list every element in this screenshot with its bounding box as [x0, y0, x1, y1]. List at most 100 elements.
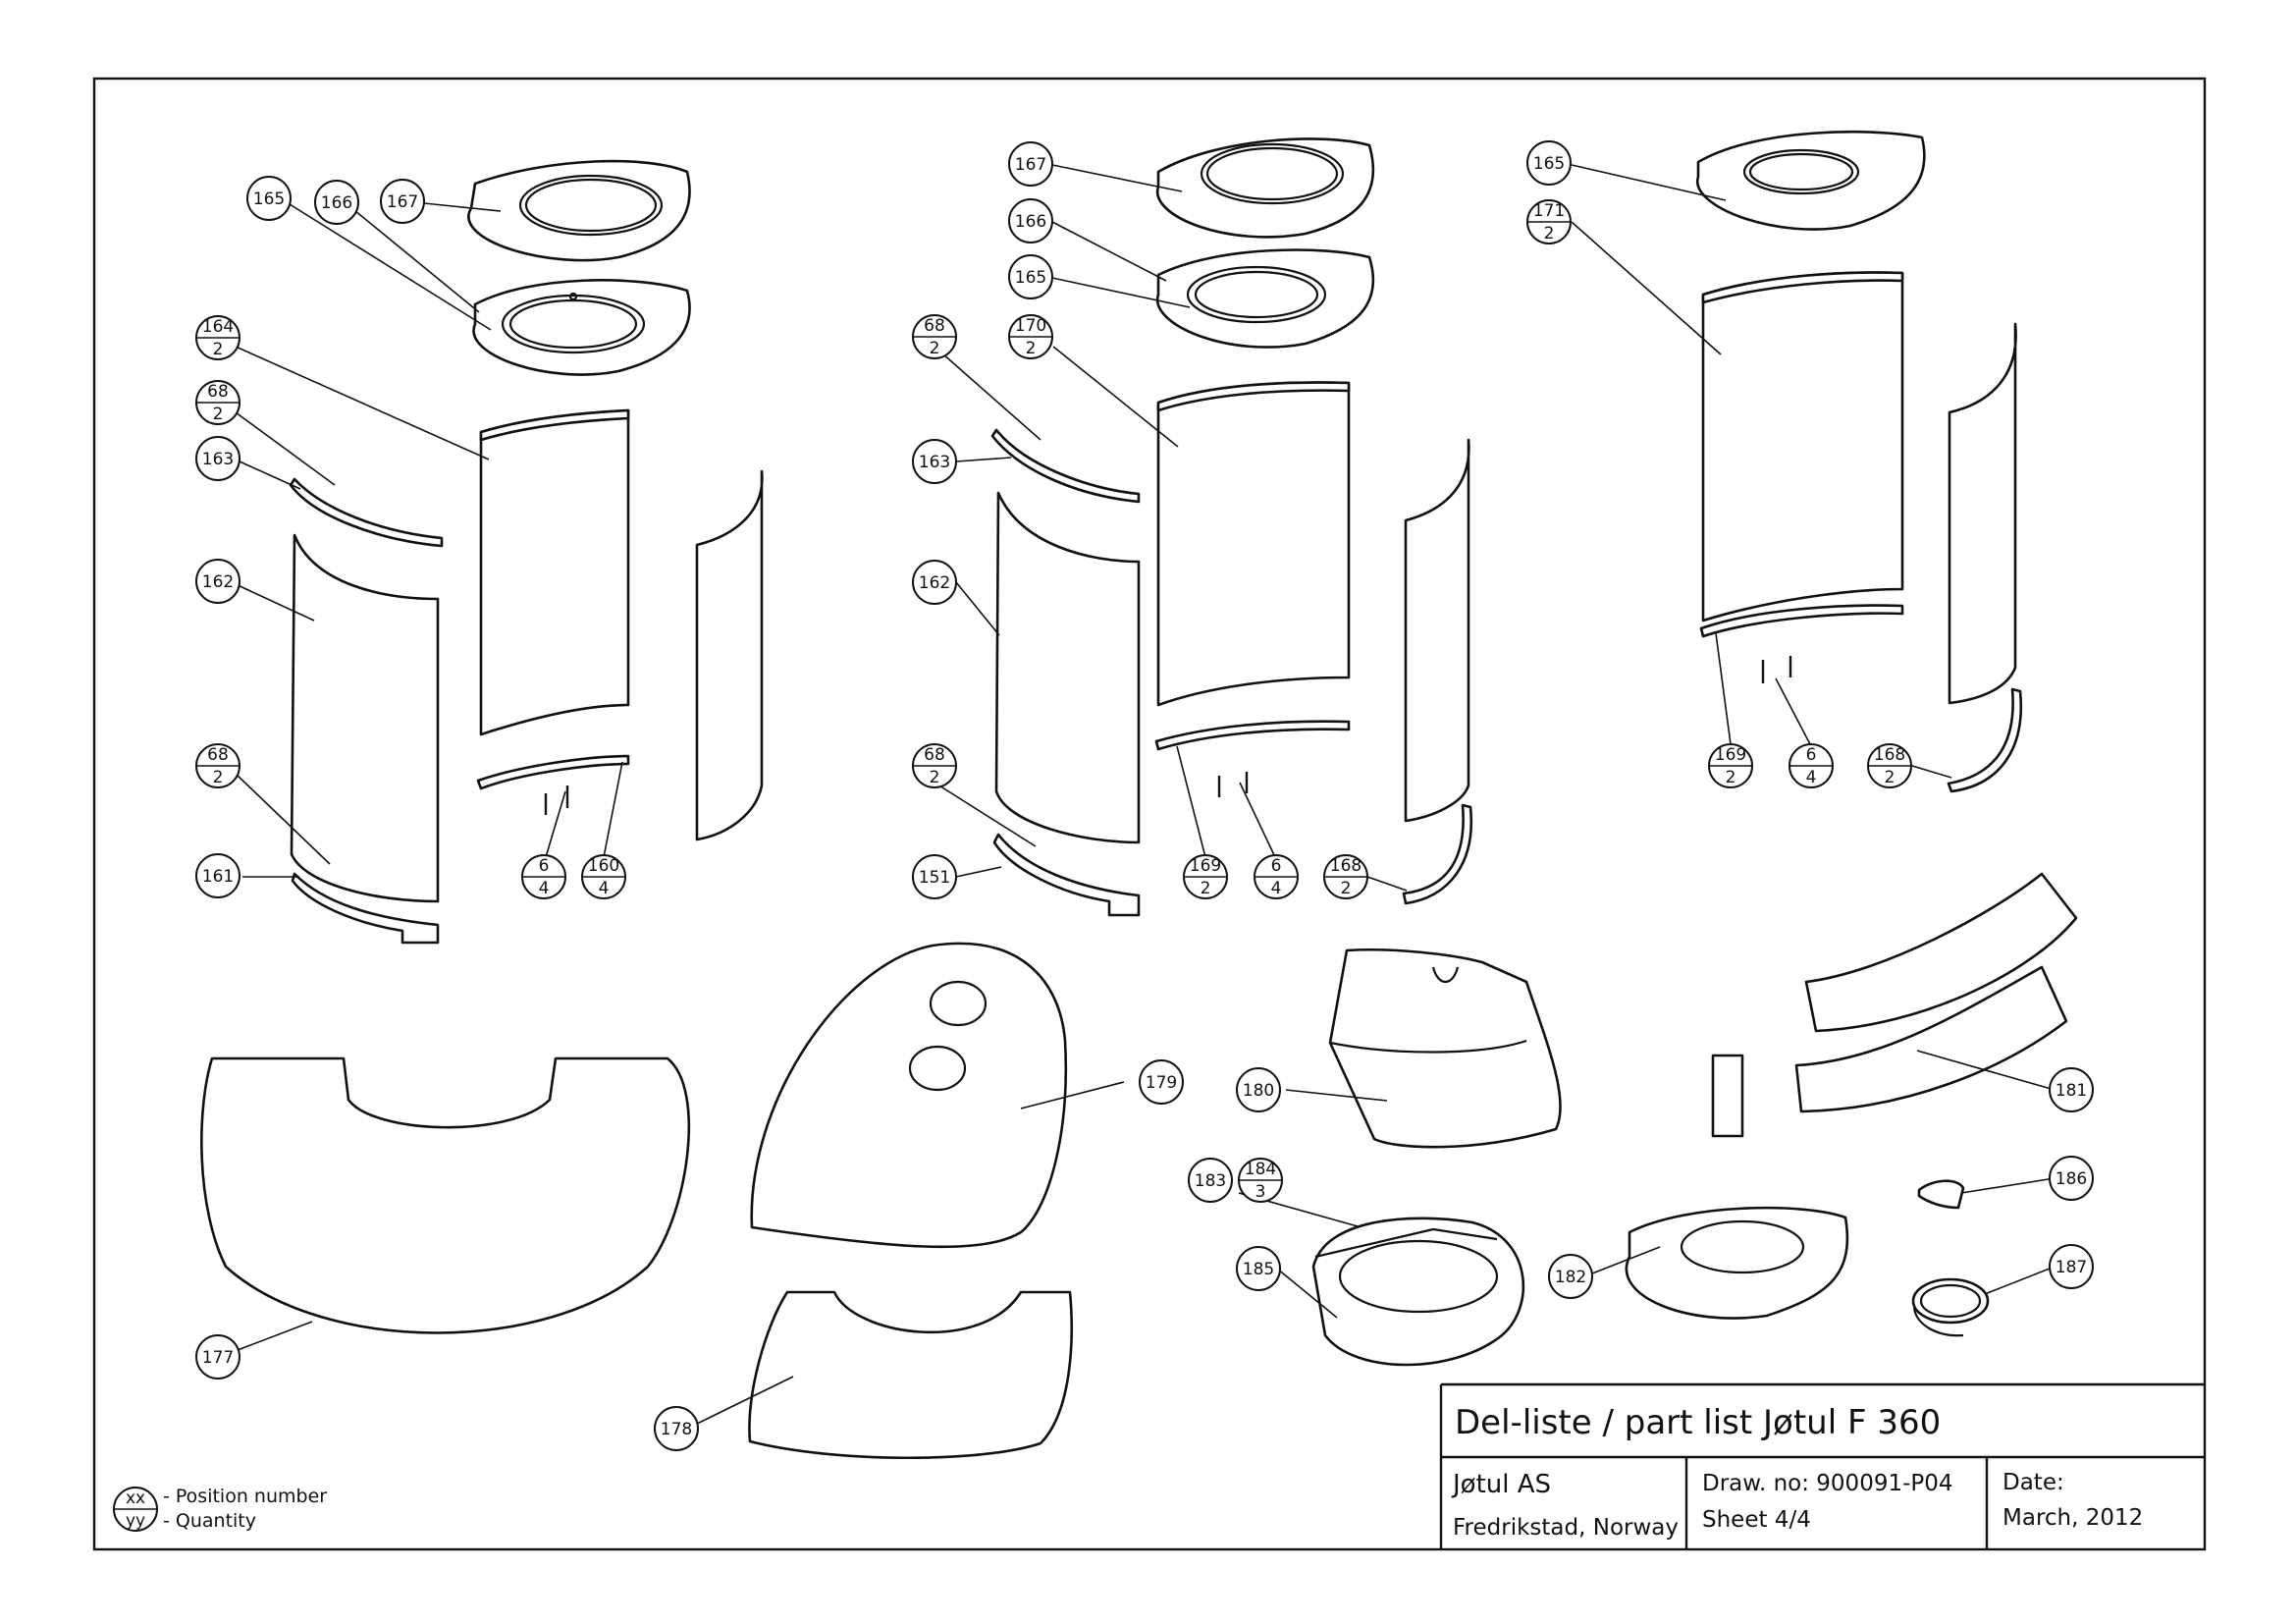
- part-177-floor-plate: [200, 1056, 691, 1334]
- part-170-top-rail: [1156, 381, 1351, 412]
- callout-181: 181: [2049, 1067, 2094, 1112]
- part-side-panel-left-group: [695, 469, 764, 841]
- svg-text:167: 167: [387, 192, 418, 212]
- part-168-middle: [1402, 803, 1473, 905]
- svg-text:169: 169: [1190, 856, 1221, 876]
- callout-163-left: 163: [195, 436, 240, 481]
- callout-162-middle: 162: [912, 560, 957, 605]
- svg-text:171: 171: [1533, 201, 1565, 221]
- part-186-clip: [1917, 1179, 1965, 1210]
- svg-text:177: 177: [202, 1348, 234, 1368]
- callout-167-middle: 167: [1008, 141, 1053, 187]
- svg-text:6: 6: [1271, 856, 1282, 876]
- callout-68-2-b: 682: [195, 743, 240, 788]
- svg-text:185: 185: [1243, 1260, 1274, 1279]
- callout-185: 185: [1236, 1246, 1281, 1291]
- part-182-ring: [1625, 1206, 1849, 1320]
- part-168-right: [1947, 687, 2023, 793]
- svg-text:164: 164: [202, 317, 234, 337]
- svg-text:168: 168: [1330, 856, 1362, 876]
- svg-text:182: 182: [1555, 1268, 1586, 1287]
- legend-top-symbol: xx: [126, 1489, 145, 1508]
- svg-text:2: 2: [213, 340, 224, 359]
- svg-text:2: 2: [213, 405, 224, 424]
- left-assembly: [289, 159, 764, 945]
- svg-text:166: 166: [1015, 212, 1046, 232]
- callout-177: 177: [195, 1334, 240, 1380]
- svg-text:162: 162: [202, 572, 234, 592]
- legend-quantity-label: - Quantity: [163, 1510, 256, 1532]
- part-163-left: [289, 477, 444, 548]
- title-block-location: Fredrikstad, Norway: [1453, 1515, 1679, 1541]
- svg-text:2: 2: [930, 768, 940, 787]
- svg-text:165: 165: [1533, 154, 1565, 174]
- title-block-company: Jøtul AS: [1451, 1470, 1551, 1499]
- part-171-top-rail: [1701, 271, 1904, 304]
- svg-text:160: 160: [588, 856, 619, 876]
- svg-text:163: 163: [202, 450, 234, 469]
- callout-163-middle: 163: [912, 439, 957, 484]
- svg-text:163: 163: [919, 453, 950, 472]
- part-167-left: [467, 159, 691, 262]
- part-165-166-middle: [1155, 248, 1375, 349]
- svg-text:181: 181: [2056, 1081, 2087, 1101]
- callout-6-4-b: 64: [1254, 854, 1299, 899]
- part-side-panel-middle: [1404, 438, 1470, 823]
- part-164-left: [479, 408, 630, 736]
- svg-text:4: 4: [539, 879, 550, 898]
- callout-182: 182: [1548, 1254, 1593, 1299]
- leader-lines: [235, 164, 2056, 1427]
- callout-167-left: 167: [380, 179, 425, 224]
- callout-178: 178: [654, 1406, 699, 1451]
- callout-186: 186: [2049, 1156, 2094, 1201]
- callout-6-4-a: 64: [521, 854, 566, 899]
- right-assembly: [1696, 130, 2023, 793]
- svg-text:6: 6: [1806, 745, 1817, 765]
- part-167-middle: [1155, 137, 1375, 239]
- callout-162-left: 162: [195, 559, 240, 604]
- svg-text:6: 6: [539, 856, 550, 876]
- part-164-top-rail: [479, 408, 630, 442]
- part-178-plate: [748, 1290, 1073, 1460]
- title-block-date-label: Date:: [2002, 1470, 2064, 1495]
- svg-text:3: 3: [1255, 1182, 1266, 1202]
- svg-text:162: 162: [919, 573, 950, 593]
- svg-text:151: 151: [919, 868, 950, 888]
- callout-179: 179: [1139, 1059, 1184, 1105]
- part-169-middle: [1154, 720, 1351, 751]
- legend-bottom-symbol: yy: [126, 1511, 145, 1531]
- callout-165-right: 165: [1526, 140, 1572, 186]
- callout-68-2-a: 682: [195, 380, 240, 425]
- part-171: [1701, 271, 1904, 623]
- svg-text:2: 2: [930, 339, 940, 358]
- svg-text:4: 4: [599, 879, 610, 898]
- callout-165-middle: 165: [1008, 254, 1053, 299]
- svg-text:2: 2: [1026, 339, 1037, 358]
- callout-68-2-d: 682: [912, 743, 957, 788]
- callout-161: 161: [195, 853, 240, 898]
- callout-6-4-c: 64: [1789, 743, 1834, 788]
- callout-187: 187: [2049, 1244, 2094, 1289]
- callout-166-middle: 166: [1008, 198, 1053, 244]
- drawing-frame: [92, 77, 2207, 1551]
- svg-text:186: 186: [2056, 1169, 2087, 1189]
- svg-text:68: 68: [924, 745, 945, 765]
- svg-text:165: 165: [253, 189, 285, 209]
- callout-183: 183: [1188, 1158, 1233, 1203]
- svg-text:187: 187: [2056, 1258, 2087, 1277]
- svg-text:68: 68: [207, 745, 229, 765]
- callout-165-left: 165: [246, 176, 292, 221]
- legend-position-label: - Position number: [163, 1486, 327, 1507]
- part-162-left: [290, 533, 440, 903]
- svg-text:68: 68: [207, 382, 229, 402]
- callout-68-2-c: 682: [912, 314, 957, 359]
